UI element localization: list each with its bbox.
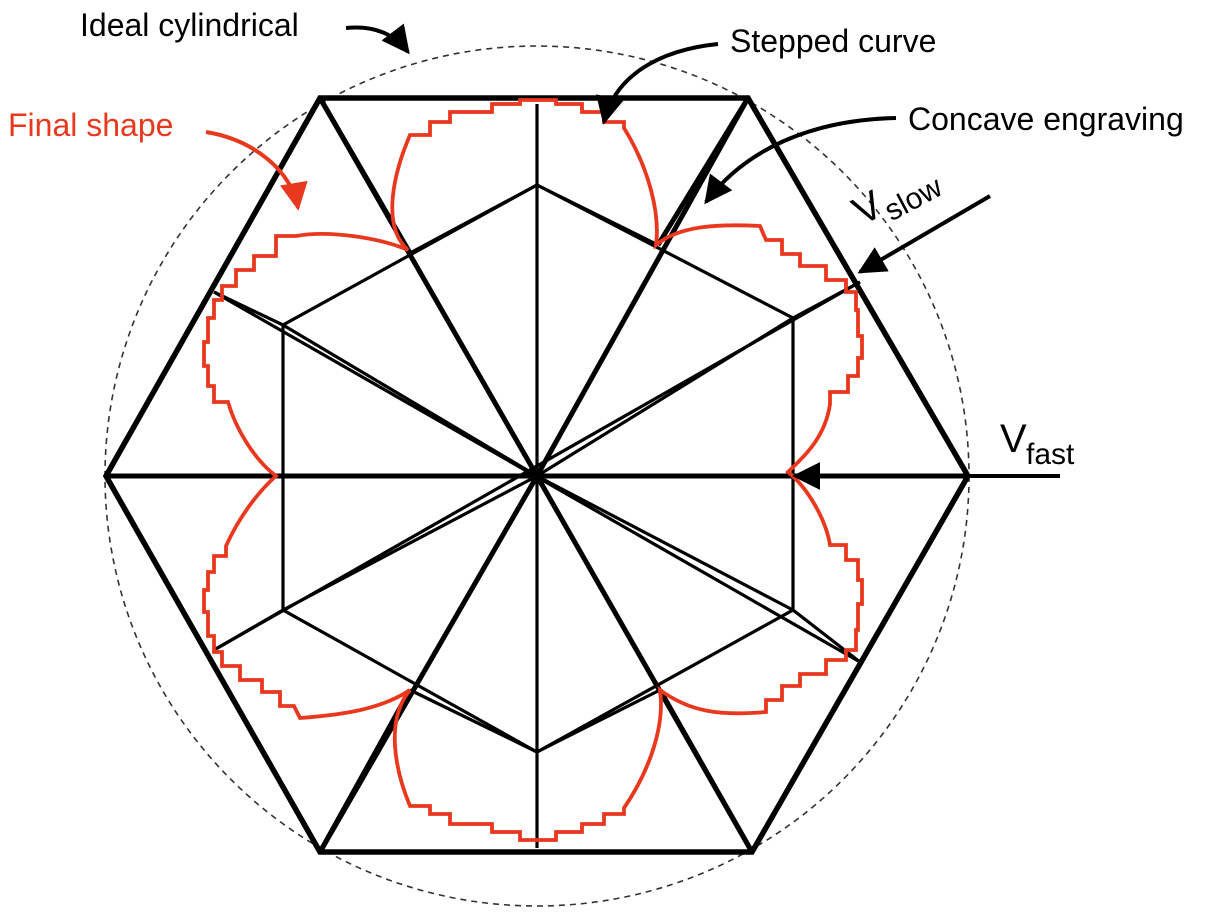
- label-final-shape: Final shape: [8, 107, 173, 143]
- ideal-cylindrical-arrow: [345, 23, 410, 55]
- final-shape-outline: [202, 98, 864, 842]
- label-concave-engraving: Concave engraving: [908, 101, 1184, 137]
- concave-engraving-arrow: [704, 116, 897, 205]
- v-fast-main: V: [1000, 417, 1027, 461]
- v-slow-arrow: [857, 194, 992, 274]
- stepped-curve-arrow: [596, 42, 719, 125]
- v-slow-sub: slow: [879, 170, 948, 227]
- label-v-fast: V fast: [1000, 417, 1075, 471]
- inner-structure: [213, 104, 861, 848]
- label-stepped-curve: Stepped curve: [730, 23, 936, 59]
- final-shape-arrow: [205, 130, 308, 211]
- label-ideal-cylindrical: Ideal cylindrical: [80, 7, 299, 43]
- annotation-arrows: [205, 23, 1060, 490]
- v-fast-sub: fast: [1026, 438, 1075, 471]
